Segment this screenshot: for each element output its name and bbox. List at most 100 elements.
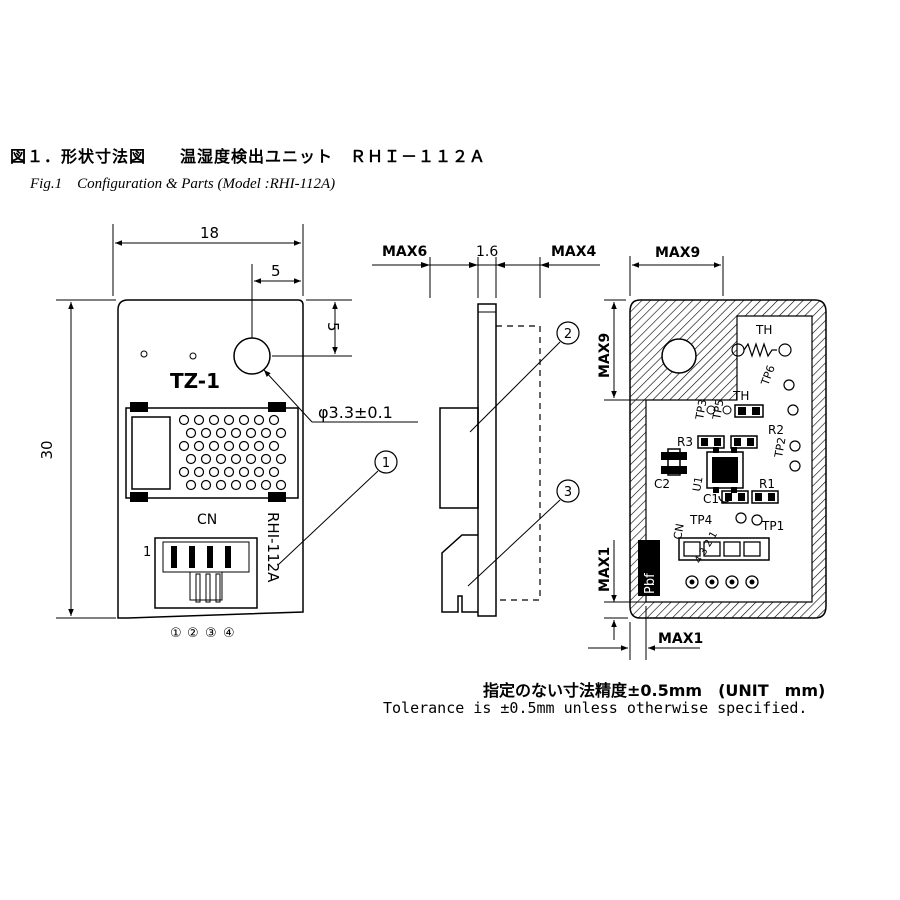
connector-pin — [189, 546, 195, 568]
figure-title-jp: 図１．形状寸法図 温湿度検出ユニット ＲＨＩ－１１２Ａ — [10, 147, 487, 166]
c2-capacitor — [667, 448, 681, 476]
dim-max9-top: MAX9 — [655, 245, 700, 261]
u1-ic — [706, 451, 744, 489]
th-label: TH — [755, 323, 772, 337]
c1-capacitor — [721, 490, 749, 504]
dim-max4: MAX4 — [551, 244, 597, 260]
back-cn-label: CN — [671, 523, 687, 541]
dim-max6: MAX6 — [382, 244, 427, 260]
vent-hole — [215, 427, 227, 439]
tp1-label: TP1 — [761, 519, 784, 533]
vent-hole — [260, 453, 272, 465]
connector-pin-lead — [215, 573, 221, 603]
back-solder-pads — [685, 575, 759, 589]
callout-2-circle — [556, 321, 580, 345]
vent-hole — [223, 414, 235, 426]
pin-number: ① — [170, 626, 182, 641]
side-back-components — [496, 325, 541, 601]
front-view: TZ-1 CN 1 RHI-112A ① ② ③ ④ 18 5 — [38, 224, 418, 641]
vent-hole — [230, 453, 242, 465]
vent-hole — [230, 479, 242, 491]
hole-leader — [263, 369, 313, 423]
tp2-label: TP2 — [772, 436, 789, 459]
front-board-outline — [117, 299, 304, 619]
vent-hole — [215, 453, 227, 465]
vent-hole — [200, 427, 212, 439]
connector-pin — [207, 546, 213, 568]
r2-resistor — [730, 435, 758, 449]
vent-hole — [185, 479, 197, 491]
vent-hole — [275, 479, 287, 491]
vent-hole — [230, 427, 242, 439]
callout-1-leader — [277, 470, 379, 566]
pin-number: ④ — [223, 626, 235, 641]
tp5-label: TP5 — [710, 398, 727, 421]
vent-hole — [200, 453, 212, 465]
vent-hole — [185, 427, 197, 439]
thermistor — [743, 342, 777, 358]
vent-hole — [245, 479, 257, 491]
vent-hole — [253, 466, 265, 478]
solder-pad-center — [749, 579, 755, 585]
vent-hole — [200, 479, 212, 491]
dim-max1-side: MAX1 — [597, 547, 613, 592]
sensor-window — [131, 416, 171, 490]
back-pin — [743, 541, 761, 557]
r1-label: R1 — [759, 477, 775, 491]
callout-2: 2 — [564, 327, 572, 342]
solder-pad-center — [689, 579, 695, 585]
c1-label: C1 — [703, 492, 719, 506]
c2-label: C2 — [654, 477, 670, 491]
back-connector — [678, 537, 770, 561]
mounting-hole — [233, 337, 271, 375]
back-mounting-hole — [661, 338, 697, 374]
via-dot — [140, 350, 148, 358]
connector-pins — [171, 546, 231, 603]
vent-hole — [275, 427, 287, 439]
vent-hole — [215, 479, 227, 491]
dim-hole-x: 5 — [271, 262, 281, 280]
pbf-badge — [638, 540, 660, 596]
vent-hole — [238, 440, 250, 452]
pin-number: ② — [187, 626, 199, 641]
th-smd — [734, 404, 764, 418]
th2-label: TH — [732, 389, 749, 403]
side-pcb — [477, 303, 497, 617]
vent-hole — [178, 414, 190, 426]
callout-2-leader — [469, 341, 561, 433]
vent-hole — [208, 414, 220, 426]
vent-hole — [260, 479, 272, 491]
via-dot — [189, 352, 197, 360]
tolerance-note-en: Tolerance is ±0.5mm unless otherwise spe… — [383, 699, 808, 717]
dim-height: 30 — [38, 440, 56, 459]
vent-hole — [193, 440, 205, 452]
vent-hole — [245, 453, 257, 465]
model-label: RHI-112A — [264, 512, 282, 583]
callout-1-circle — [374, 450, 398, 474]
pin1-label: 1 — [143, 545, 151, 560]
vent-hole — [245, 427, 257, 439]
back-pin — [683, 541, 701, 557]
vent-hole — [268, 440, 280, 452]
vent-hole — [178, 440, 190, 452]
solder-pad — [685, 575, 699, 589]
sensor-vent-holes — [178, 414, 287, 491]
vent-hole — [193, 466, 205, 478]
back-view: TH TP6 TP3 TP5 TH R3 R2 TP2 C2 — [588, 245, 827, 660]
r1-resistor — [751, 490, 779, 504]
vent-hole — [268, 414, 280, 426]
vent-hole — [193, 414, 205, 426]
r3-label: R3 — [677, 435, 693, 449]
tolerance-note-jp: 指定のない寸法精度±0.5mm (UNIT mm) — [483, 681, 826, 700]
connector-pin — [171, 546, 177, 568]
pin-number: ③ — [205, 626, 217, 641]
vent-hole — [178, 466, 190, 478]
tp3-label: TP3 — [693, 398, 710, 421]
connector-housing — [154, 537, 258, 609]
vent-hole — [253, 440, 265, 452]
dim-width: 18 — [200, 224, 219, 242]
solder-pad-center — [729, 579, 735, 585]
solder-pad-center — [709, 579, 715, 585]
vent-hole — [185, 453, 197, 465]
r3-resistor — [697, 435, 725, 449]
